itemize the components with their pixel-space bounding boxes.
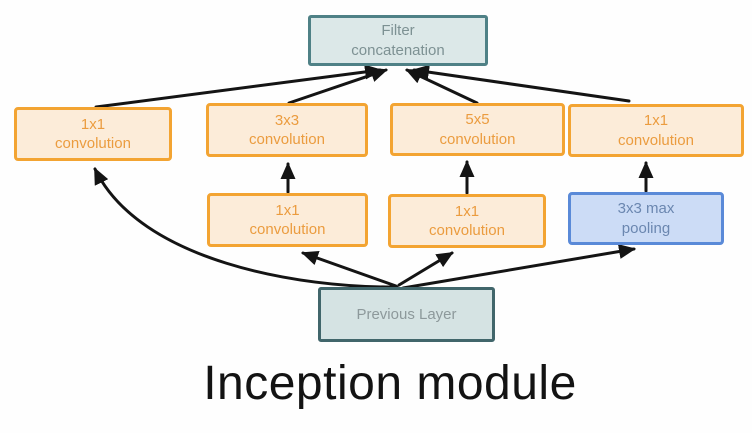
node-conv-5x5: 5x5 convolution	[390, 103, 565, 156]
diagram-title: Inception module	[203, 357, 577, 410]
node-3x3-max-pooling: 3x3 max pooling	[568, 192, 724, 245]
node-conv-1x1-reduce-5x5: 1x1 convolution	[388, 194, 546, 248]
node-conv-1x1-branch1: 1x1 convolution	[14, 107, 172, 161]
node-previous-layer: Previous Layer	[318, 287, 495, 342]
edge-conv1x1a-to-concat	[94, 64, 382, 109]
edge-conv5x5-to-concat	[405, 68, 479, 105]
edge-conv3x3-to-concat	[287, 67, 388, 105]
node-filter-concatenation: Filter concatenation	[308, 15, 488, 66]
edge-conv1x1d-to-concat	[412, 64, 631, 103]
node-conv-1x1-reduce-3x3: 1x1 convolution	[207, 193, 368, 247]
edge-prev-to-conv1x1b	[301, 250, 398, 288]
node-conv-1x1-branch4: 1x1 convolution	[568, 104, 744, 157]
edge-prev-to-conv1x1c	[397, 251, 454, 287]
edge-prev-to-maxpool	[401, 244, 636, 290]
node-conv-3x3: 3x3 convolution	[206, 103, 368, 157]
